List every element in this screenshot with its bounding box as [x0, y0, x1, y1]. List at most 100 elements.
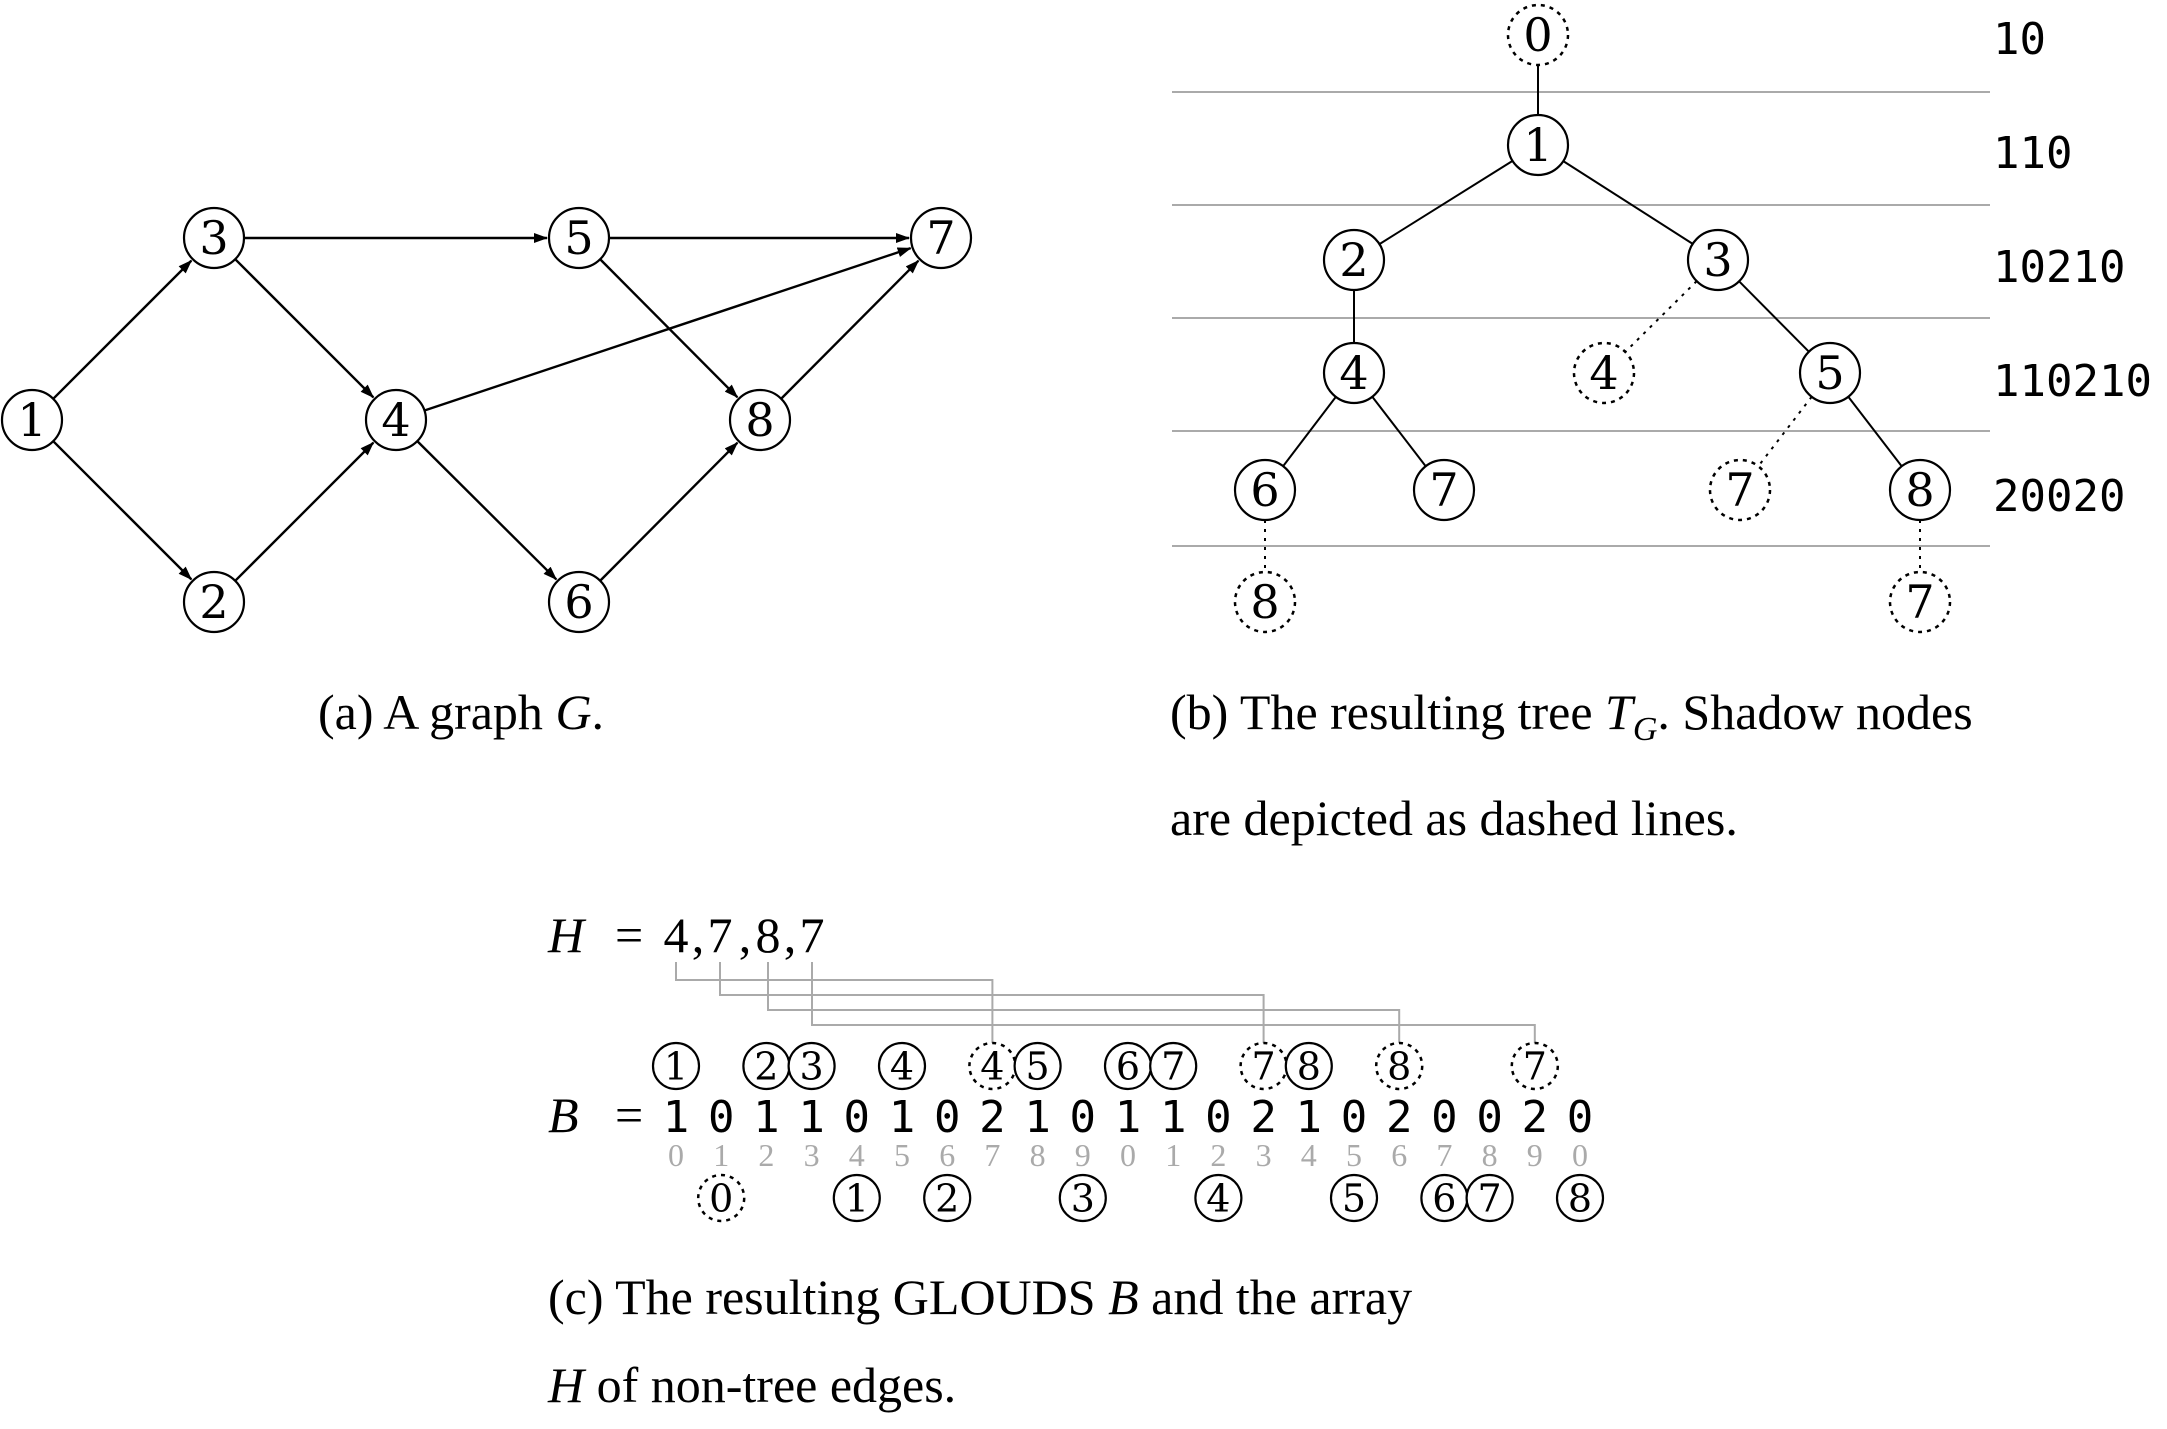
glouds-bottom-mark-7-label: 7 — [1478, 1176, 1502, 1220]
glouds-top-mark-9: 8 — [1284, 1041, 1333, 1091]
caption-c-prefix: (c) The resulting GLOUDS — [548, 1269, 1109, 1325]
tree-node-t1-circle — [1506, 113, 1570, 177]
tree-node-t8s: 8 — [1233, 570, 1297, 634]
glouds-h-connector-3 — [811, 962, 1536, 1048]
caption-c-suffix2: of non-tree edges. — [584, 1357, 957, 1413]
glouds-b-value-1: 0 — [708, 1092, 735, 1143]
glouds-top-mark-11: 7 — [1510, 1041, 1560, 1091]
glouds-bottom-mark-2-label: 2 — [935, 1176, 959, 1220]
glouds-bottom-mark-3: 3 — [1058, 1173, 1107, 1223]
graph-node-5: 5 — [547, 206, 611, 270]
tree-node-t4b-label: 4 — [1589, 346, 1618, 400]
glouds-top-mark-11-circle — [1510, 1041, 1560, 1091]
glouds-top-mark-4-label: 4 — [980, 1044, 1004, 1088]
tree-edge-t5-t8 — [1847, 396, 1903, 467]
glouds-h-value-3: 7 — [800, 907, 825, 963]
tree-level-code-4: 20020 — [1993, 471, 2125, 522]
glouds-b-index-6: 6 — [939, 1137, 955, 1173]
glouds-top-mark-0-label: 1 — [664, 1044, 688, 1088]
tree-level-code-2: 10210 — [1993, 242, 2125, 293]
glouds-bottom-mark-5: 5 — [1329, 1173, 1379, 1223]
graph-node-3: 3 — [182, 206, 246, 270]
glouds-top-mark-9-label: 8 — [1297, 1044, 1321, 1088]
glouds-top-mark-8-label: 7 — [1252, 1044, 1276, 1088]
graph-edge-1-2 — [52, 440, 193, 581]
graph-node-1-circle — [0, 388, 64, 452]
glouds-bottom-mark-3-label: 3 — [1071, 1176, 1095, 1220]
glouds-bottom-mark-5-label: 5 — [1342, 1176, 1366, 1220]
graph-node-2: 2 — [182, 570, 246, 634]
tree-node-t2-circle — [1322, 228, 1386, 292]
glouds-top-mark-6-label: 6 — [1116, 1044, 1140, 1088]
glouds-top-mark-5-circle — [1013, 1041, 1062, 1091]
glouds-b-value-10: 1 — [1115, 1092, 1142, 1143]
glouds-bottom-mark-6: 6 — [1420, 1173, 1469, 1223]
glouds-h-value-1: 7 — [708, 907, 733, 963]
graph-node-1-label: 1 — [17, 393, 46, 447]
glouds-top-mark-1-label: 2 — [754, 1044, 778, 1088]
tree-node-t1: 1 — [1506, 113, 1570, 177]
glouds-top-mark-2-circle — [787, 1041, 836, 1091]
tree-node-t5-circle — [1798, 341, 1862, 405]
tree-node-t6: 6 — [1233, 458, 1297, 522]
tree-node-t2: 2 — [1322, 228, 1386, 292]
tree-node-t7a-label: 7 — [1429, 463, 1458, 517]
glouds-h-comma-0: , — [692, 907, 705, 963]
tree-node-t7s: 7 — [1888, 570, 1952, 634]
glouds-b-value-8: 1 — [1024, 1092, 1051, 1143]
glouds-b-value-2: 1 — [753, 1092, 780, 1143]
tree-edge-t1-t2 — [1378, 160, 1514, 245]
glouds-bottom-mark-7: 7 — [1465, 1173, 1514, 1223]
glouds-b-index-12: 2 — [1210, 1137, 1226, 1173]
graph-node-8-circle — [728, 388, 792, 452]
glouds-b-value-4: 0 — [844, 1092, 871, 1143]
glouds-top-mark-10: 8 — [1374, 1041, 1424, 1091]
glouds-bottom-mark-4: 4 — [1194, 1173, 1243, 1223]
glouds-top-mark-9-circle — [1284, 1041, 1333, 1091]
glouds-b-value-14: 1 — [1296, 1092, 1323, 1143]
glouds-b-index-7: 7 — [984, 1137, 1000, 1173]
glouds-b-index-10: 0 — [1120, 1137, 1136, 1173]
glouds-bottom-mark-8: 8 — [1555, 1173, 1605, 1223]
glouds-bottom-mark-6-label: 6 — [1432, 1176, 1456, 1220]
glouds-b-value-16: 2 — [1386, 1092, 1413, 1143]
caption-c: (c) The resulting GLOUDS B and the array… — [548, 1253, 1648, 1429]
glouds-top-mark-10-circle — [1374, 1041, 1424, 1091]
tree-edge-t3-t4b — [1624, 280, 1698, 353]
caption-c-line1: (c) The resulting GLOUDS B and the array — [548, 1253, 1648, 1341]
caption-b-line1: (b) The resulting tree TG. Shadow nodes — [1170, 668, 2167, 774]
glouds-b-index-13: 3 — [1256, 1137, 1272, 1173]
glouds-top-mark-2-label: 3 — [800, 1044, 824, 1088]
glouds-bottom-mark-5-circle — [1329, 1173, 1379, 1223]
tree-edge-t3-t5 — [1738, 280, 1810, 353]
glouds-top-mark-6: 6 — [1103, 1041, 1153, 1091]
glouds-b-value-11: 1 — [1160, 1092, 1187, 1143]
glouds-b-value-12: 0 — [1205, 1092, 1232, 1143]
tree-node-t3-label: 3 — [1703, 233, 1732, 287]
caption-b-prefix: (b) The resulting tree — [1170, 684, 1606, 740]
glouds-b-index-16: 6 — [1391, 1137, 1407, 1173]
graph-node-7-label: 7 — [926, 211, 955, 265]
caption-b-var: T — [1605, 684, 1633, 740]
graph-edge-2-4 — [234, 441, 375, 582]
tree-node-t7b: 7 — [1708, 458, 1772, 522]
tree-node-t4b-circle — [1572, 341, 1636, 405]
glouds-b-index-3: 3 — [804, 1137, 820, 1173]
tree-node-t5-label: 5 — [1815, 346, 1844, 400]
glouds-bottom-mark-1: 1 — [832, 1173, 881, 1223]
graph-node-3-label: 3 — [199, 211, 228, 265]
glouds-b-index-1: 1 — [713, 1137, 729, 1173]
tree-node-t7s-circle — [1888, 570, 1952, 634]
glouds-b-index-8: 8 — [1030, 1137, 1046, 1173]
tree-node-t8-label: 8 — [1905, 463, 1934, 517]
caption-a-suffix: . — [591, 684, 605, 740]
graph-edge-5-8 — [599, 258, 739, 399]
graph-node-6-circle — [547, 570, 611, 634]
glouds-top-mark-7: 7 — [1149, 1041, 1198, 1091]
graph-node-4-label: 4 — [381, 393, 410, 447]
glouds-bottom-mark-0: 0 — [696, 1173, 746, 1223]
tree-node-t8s-label: 8 — [1250, 575, 1279, 629]
glouds-h-connector-1 — [719, 962, 1265, 1048]
